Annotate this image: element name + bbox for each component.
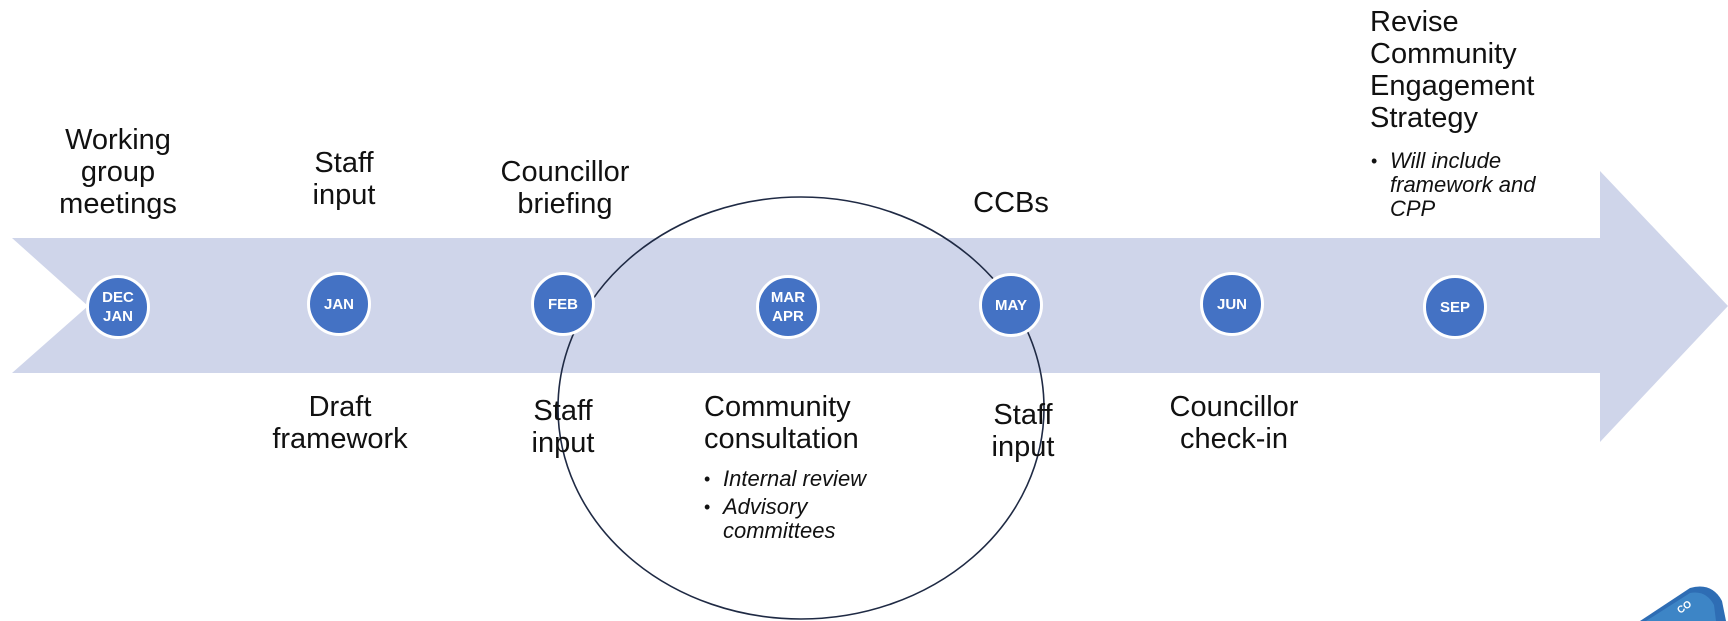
milestone-label: DEC: [102, 289, 134, 306]
caption-line: briefing: [517, 188, 613, 220]
city-logo-badge-icon: CO: [1640, 586, 1726, 621]
caption-councillor-check-in: Councillor check-in: [1170, 391, 1299, 455]
caption-line: CCBs: [973, 187, 1049, 219]
timeline-arrow: [12, 171, 1728, 442]
note-line: CPP: [1390, 196, 1436, 221]
milestone-may: MAY: [979, 273, 1043, 337]
milestone-label: APR: [772, 308, 804, 325]
milestone-feb: FEB: [531, 272, 595, 336]
caption-ccbs: CCBs: [973, 187, 1049, 219]
caption-line: framework: [272, 423, 408, 455]
caption-councillor-briefing: Councillor briefing: [501, 156, 630, 220]
community-consultation-notes: Internal review Advisory committees: [704, 467, 866, 547]
caption-line: Staff: [993, 399, 1053, 431]
milestone-jun: JUN: [1200, 272, 1264, 336]
note-bullet: Advisory committees: [704, 495, 866, 543]
caption-line: Councillor: [1169, 391, 1299, 423]
milestone-sep: SEP: [1423, 275, 1487, 339]
milestone-label: JAN: [323, 295, 354, 313]
milestone-dec-jan: DEC JAN: [86, 275, 150, 339]
caption-line: input: [531, 427, 595, 459]
note-line: Internal review: [723, 466, 867, 491]
caption-line: Working: [65, 124, 171, 156]
caption-revise-strategy: Revise Community Engagement Strategy: [1370, 6, 1534, 134]
caption-staff-input-may: Staff input: [992, 399, 1055, 463]
consultation-highlight-ellipse: [557, 196, 1045, 620]
milestone-label: SEP: [1439, 298, 1470, 316]
caption-line: Staff: [533, 395, 593, 427]
milestone-label: JUN: [1216, 295, 1247, 313]
caption-draft-framework: Draft framework: [272, 391, 407, 455]
revise-strategy-notes: Will include framework and CPP: [1371, 149, 1536, 225]
milestone-jan: JAN: [307, 272, 371, 336]
milestone-label: MAR: [770, 289, 806, 306]
caption-staff-input-jan: Staff input: [313, 147, 376, 211]
caption-line: Community: [1370, 38, 1517, 70]
caption-community-consultation: Community consultation: [704, 391, 859, 455]
note-line: Will include: [1390, 148, 1502, 173]
caption-line: check-in: [1179, 423, 1288, 455]
note-line: Advisory: [723, 494, 808, 519]
caption-line: Revise: [1370, 6, 1459, 38]
caption-working-group-meetings: Working group meetings: [59, 124, 177, 220]
caption-line: meetings: [59, 188, 177, 220]
note-line: committees: [723, 518, 836, 543]
caption-line: group: [80, 156, 156, 188]
caption-line: Draft: [308, 391, 372, 423]
note-bullet: Will include framework and CPP: [1371, 149, 1536, 221]
caption-line: Councillor: [500, 156, 630, 188]
milestone-label: JAN: [102, 308, 133, 325]
milestone-label: FEB: [548, 295, 578, 313]
milestone-label: MAY: [995, 296, 1027, 314]
caption-line: Community: [704, 391, 851, 423]
note-line: framework and: [1390, 172, 1536, 197]
milestone-mar-apr: MAR APR: [756, 275, 820, 339]
caption-line: consultation: [704, 423, 859, 455]
note-bullet: Internal review: [704, 466, 867, 492]
caption-line: Engagement: [1370, 70, 1535, 102]
caption-line: Strategy: [1370, 102, 1478, 134]
caption-line: Staff: [314, 147, 374, 179]
caption-line: input: [312, 179, 376, 211]
caption-line: input: [991, 431, 1055, 463]
caption-staff-input-feb: Staff input: [532, 395, 595, 459]
